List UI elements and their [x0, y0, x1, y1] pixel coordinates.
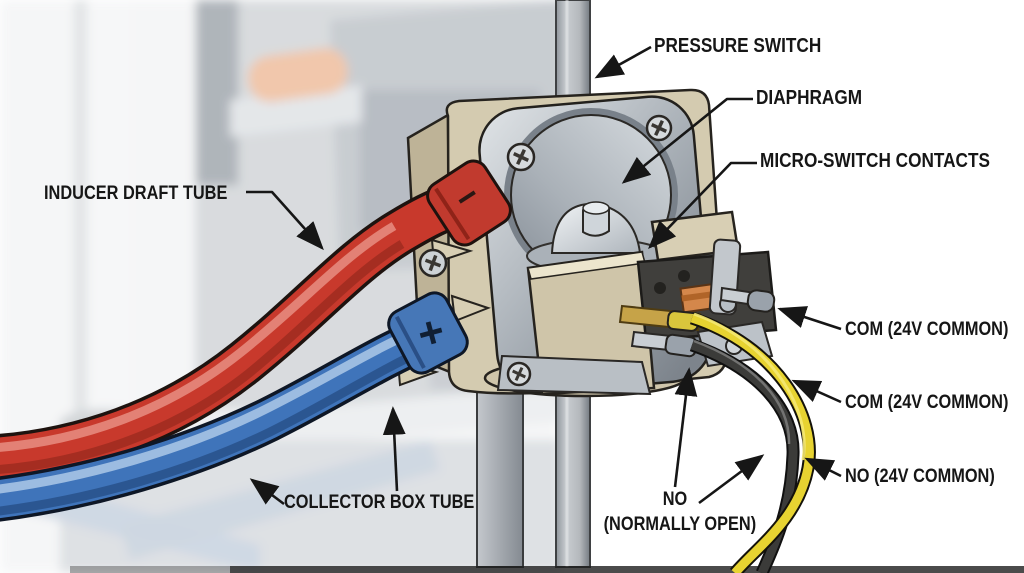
- arrow-no-terminal-2: [698, 454, 765, 505]
- label-no-terminal-line2: (NORMALLY OPEN): [603, 514, 757, 535]
- arrow-com-wire: [791, 379, 842, 404]
- inducer-draft-tube: −: [0, 159, 512, 481]
- arrow-no-terminal-1: [673, 367, 698, 488]
- arrow-inducer-tube: [246, 190, 324, 251]
- label-collector-box-tube: COLLECTOR BOX TUBE: [284, 492, 475, 513]
- label-diaphragm: DIAPHRAGM: [756, 87, 863, 109]
- contact-clip: [679, 282, 719, 314]
- arrow-collector-tube-1: [249, 478, 285, 506]
- arrow-no-wire: [804, 457, 842, 481]
- label-no-terminal-line1: NO: [662, 489, 688, 510]
- label-com-wire: COM (24V COMMON): [845, 392, 1009, 413]
- screw: [418, 114, 673, 387]
- label-com-terminal: COM (24V COMMON): [845, 319, 1009, 340]
- bottom-edge-band: [70, 566, 1024, 573]
- label-micro-switch-contacts: MICRO-SWITCH CONTACTS: [760, 150, 990, 172]
- callout-arrows: [246, 45, 842, 506]
- label-no-terminal: NO (NORMALLY OPEN): [603, 489, 757, 535]
- mounting-post: [476, 385, 524, 568]
- arrow-micro-switch: [648, 161, 757, 250]
- arrow-diaphragm: [621, 97, 753, 184]
- label-pressure-switch: PRESSURE SWITCH: [654, 35, 822, 57]
- com-wire-black: [689, 338, 800, 573]
- label-no-wire: NO (24V COMMON): [845, 466, 995, 487]
- arrow-collector-tube-2: [382, 406, 406, 492]
- com-terminal-spade: [719, 286, 776, 313]
- label-inducer-draft-tube: INDUCER DRAFT TUBE: [44, 183, 228, 204]
- collector-box-tube: +: [0, 291, 469, 522]
- arrow-pressure-switch: [594, 45, 652, 79]
- arrow-com-terminal: [777, 306, 842, 331]
